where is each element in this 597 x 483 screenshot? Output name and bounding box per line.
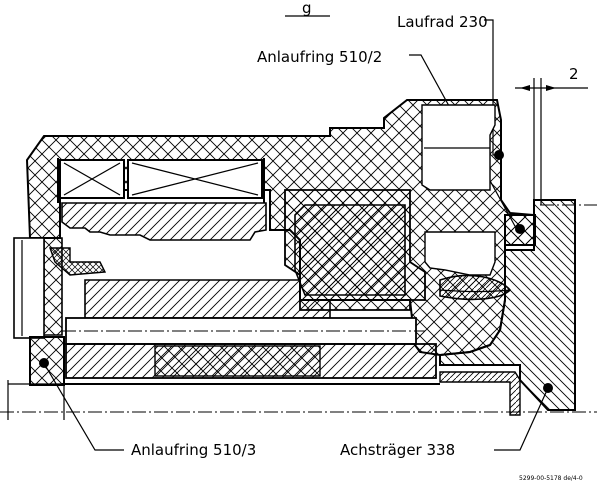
leader-anlaufring-510-3 [44,364,124,451]
label-achstraeger: Achsträger 338 [340,441,455,459]
label-anlaufring-510-3: Anlaufring 510/3 [131,441,256,459]
shaft-key [154,345,321,377]
anlaufring-510-3-part [29,336,65,386]
armature-core [294,204,406,296]
magnet-ring [84,279,331,319]
coil-winding-left [59,159,125,199]
laufrad-marker [494,150,504,160]
achstraeger-part [439,199,576,411]
achstraeger-marker [543,383,553,393]
label-anlaufring-510-2: Anlaufring 510/2 [257,48,382,66]
coil-frame [57,158,265,203]
leader-achstraeger [494,387,549,451]
base-plate [439,371,521,416]
partial-top-text: g [302,0,312,17]
drawing-number: 5299-00-5178 de/4-0 [519,475,583,482]
dimension-value: 2 [569,65,579,83]
impeller-lower-cavity [424,231,496,276]
stator-core [61,202,267,241]
left-end-plate [13,237,45,339]
dimension-marker [515,78,588,205]
label-laufrad: Laufrad 230 [397,13,488,31]
coil-winding-right [127,159,263,199]
anlaufring-510-2-part [504,214,536,246]
